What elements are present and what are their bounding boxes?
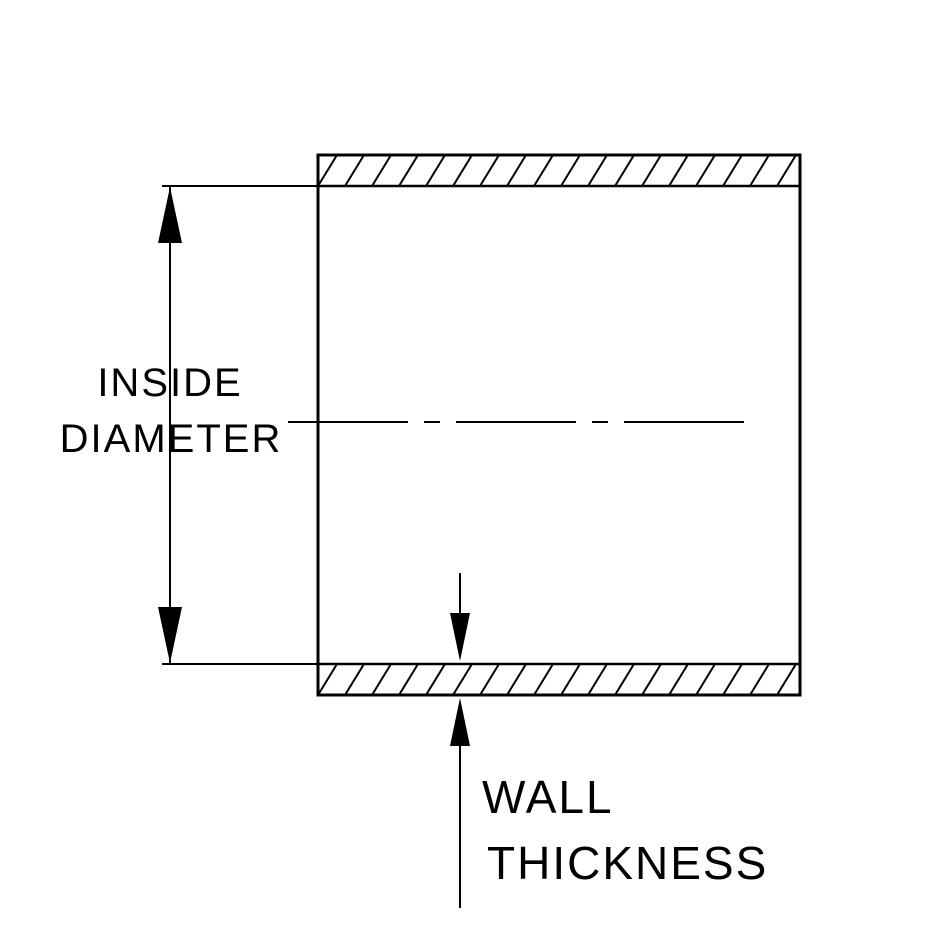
wall-thickness-arrow-up-icon bbox=[450, 698, 470, 746]
inside-diameter-label-line2: DIAMETER bbox=[60, 417, 283, 461]
wall-thickness-label-line1: WALL bbox=[482, 771, 614, 823]
wall-thickness-dimension: WALL THICKNESS bbox=[450, 573, 768, 908]
tube-wall-top-hatch bbox=[316, 153, 802, 188]
dimension-arrow-up-icon bbox=[158, 187, 182, 243]
inside-diameter-label-line1: INSIDE bbox=[97, 361, 242, 405]
tube-body-outline bbox=[316, 153, 802, 697]
dimension-arrow-down-icon bbox=[158, 607, 182, 663]
wall-thickness-label-line2: THICKNESS bbox=[487, 837, 768, 889]
inside-diameter-dimension: INSIDE DIAMETER bbox=[60, 185, 318, 665]
tube-wall-bottom-hatch bbox=[316, 662, 802, 697]
wall-thickness-arrow-down-icon bbox=[450, 613, 470, 661]
